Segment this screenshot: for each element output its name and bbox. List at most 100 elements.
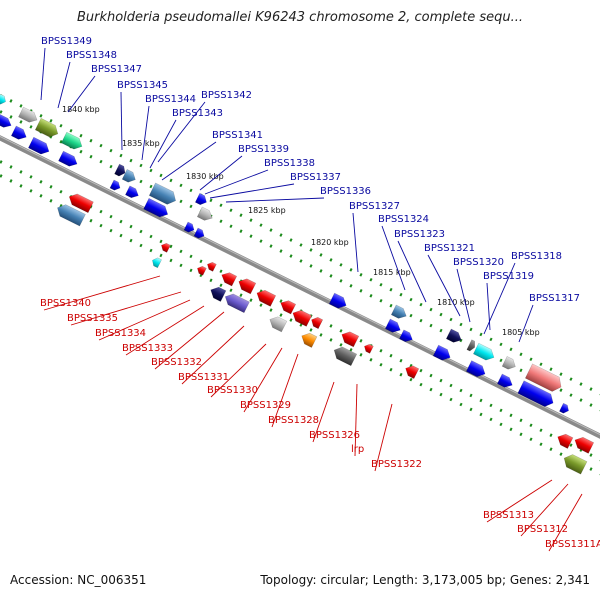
minus-gene-label[interactable]: BPSS1326 <box>309 430 360 441</box>
plus-label-leader <box>225 197 325 203</box>
minus-gene-label[interactable]: BPSS1331 <box>178 372 229 383</box>
tick-dot <box>399 292 403 297</box>
gene-feature <box>501 356 516 370</box>
plus-gene-label[interactable]: BPSS1342 <box>201 90 252 101</box>
tick-dot <box>259 223 263 227</box>
tick-dot <box>159 239 163 244</box>
minus-gene-label[interactable]: BPSS1322 <box>371 459 422 470</box>
minus-label-leader <box>154 311 225 370</box>
tick-dot <box>509 413 513 418</box>
kbp-tick-label: 1810 kbp <box>437 298 475 307</box>
plus-gene-label[interactable]: BPSS1317 <box>529 293 580 304</box>
minus-gene-label[interactable]: BPSS1332 <box>151 357 202 368</box>
tick-dot <box>119 233 123 238</box>
plus-gene-label[interactable]: BPSS1324 <box>378 214 429 225</box>
gene-feature <box>207 261 217 272</box>
gene-feature <box>445 328 462 343</box>
tick-dot <box>299 243 303 247</box>
tick-dot <box>459 402 463 407</box>
minus-gene-label[interactable]: BPSS1335 <box>67 313 118 324</box>
minus-label-leader <box>312 381 335 443</box>
minus-gene-label[interactable]: BPSS1333 <box>122 343 173 354</box>
tick-dot <box>149 234 153 239</box>
tick-dot <box>339 329 343 333</box>
minus-gene-label[interactable]: lrp <box>351 444 364 455</box>
plus-gene-label[interactable]: BPSS1319 <box>483 271 534 282</box>
tick-dot <box>429 323 433 328</box>
minus-gene-label[interactable]: BPSS1311A <box>545 539 600 550</box>
tick-dot <box>359 339 363 343</box>
minus-gene-label[interactable]: BPSS1340 <box>40 298 91 309</box>
plus-gene-label[interactable]: BPSS1347 <box>91 64 142 75</box>
tick-dot <box>29 125 33 129</box>
plus-gene-label[interactable]: BPSS1339 <box>238 144 289 155</box>
tick-dot <box>219 203 223 208</box>
tick-dot <box>429 373 433 378</box>
tick-dot <box>419 368 423 373</box>
gene-feature <box>57 204 86 227</box>
plus-gene-label[interactable]: BPSS1349 <box>41 36 92 47</box>
tick-dot <box>559 452 563 456</box>
minus-gene-label[interactable]: BPSS1330 <box>207 385 258 396</box>
plus-gene-label[interactable]: BPSS1341 <box>212 130 263 141</box>
gene-feature <box>256 290 277 307</box>
minus-label-leader <box>98 299 191 341</box>
gene-feature <box>224 293 250 314</box>
minus-gene-label[interactable]: BPSS1313 <box>483 510 534 521</box>
tick-dot <box>89 218 93 223</box>
tick-dot <box>569 443 573 447</box>
tick-dot <box>189 268 193 273</box>
gene-feature <box>194 192 207 205</box>
plus-gene-label[interactable]: BPSS1321 <box>424 243 475 254</box>
tick-dot <box>39 194 43 198</box>
minus-label-leader <box>210 343 267 398</box>
minus-gene-label[interactable]: BPSS1329 <box>240 400 291 411</box>
tick-dot <box>459 338 463 343</box>
plus-gene-label[interactable]: BPSS1323 <box>394 229 445 240</box>
plus-gene-label[interactable]: BPSS1338 <box>264 158 315 169</box>
tick-dot <box>549 447 553 451</box>
tick-dot <box>159 173 163 178</box>
tick-dot <box>589 387 593 391</box>
plus-label-leader <box>199 155 243 191</box>
tick-dot <box>489 403 493 408</box>
tick-dot <box>549 367 553 371</box>
minus-gene-label[interactable]: BPSS1312 <box>517 524 568 535</box>
tick-dot <box>379 348 383 353</box>
plus-gene-label[interactable]: BPSS1320 <box>453 257 504 268</box>
tick-dot <box>149 168 153 173</box>
tick-dot <box>539 442 543 447</box>
tick-dot <box>409 297 413 302</box>
tick-dot <box>229 288 233 293</box>
tick-dot <box>499 408 503 413</box>
tick-dot <box>149 184 153 189</box>
minus-gene-label[interactable]: BPSS1328 <box>268 415 319 426</box>
plus-gene-label[interactable]: BPSS1327 <box>349 201 400 212</box>
gene-feature <box>465 360 486 377</box>
gene-feature <box>34 117 59 138</box>
plus-gene-label[interactable]: BPSS1336 <box>320 186 371 197</box>
tick-dot <box>19 104 23 108</box>
plus-gene-label[interactable]: BPSS1344 <box>145 94 196 105</box>
plus-gene-label[interactable]: BPSS1343 <box>172 108 223 119</box>
gene-feature <box>280 300 297 315</box>
tick-dot <box>469 407 473 412</box>
tick-dot <box>499 422 503 427</box>
tick-dot <box>9 99 13 103</box>
minus-gene-label[interactable]: BPSS1334 <box>95 328 146 339</box>
plus-gene-label[interactable]: BPSS1348 <box>66 50 117 61</box>
tick-dot <box>99 143 103 148</box>
plus-gene-label[interactable]: BPSS1337 <box>290 172 341 183</box>
gene-feature <box>197 265 207 276</box>
gene-feature <box>114 163 126 177</box>
tick-dot <box>0 160 3 164</box>
tick-dot <box>459 322 463 327</box>
plus-gene-label[interactable]: BPSS1318 <box>511 251 562 262</box>
minus-label-leader <box>181 325 245 385</box>
minus-label-leader <box>43 275 161 311</box>
gene-feature <box>269 316 288 333</box>
tick-dot <box>279 249 283 253</box>
accession-text: Accession: NC_006351 <box>10 573 147 587</box>
plus-gene-label[interactable]: BPSS1345 <box>117 80 168 91</box>
